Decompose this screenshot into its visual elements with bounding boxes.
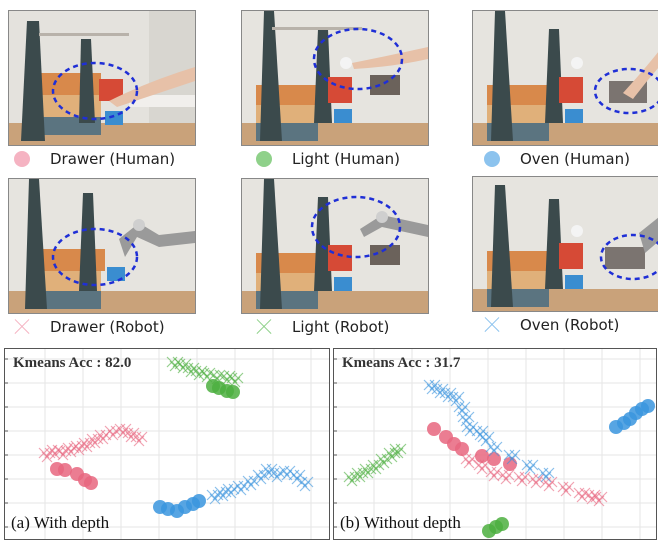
legend-drawer-human: Drawer (Human)	[14, 148, 175, 170]
human-point	[427, 422, 441, 436]
robot-point	[563, 481, 575, 493]
photo-oven-robot	[472, 176, 658, 312]
legend-label: Drawer (Robot)	[50, 318, 165, 336]
robot-point	[294, 469, 306, 481]
human-point	[641, 399, 655, 413]
legend-drawer-robot: .xp::before,.xp::after{background:#f5b3c…	[14, 316, 165, 338]
human-point	[455, 442, 469, 456]
robot-point	[214, 369, 226, 381]
robot-point	[232, 372, 244, 384]
legend-oven-human: Oven (Human)	[484, 148, 630, 170]
photo-drawer-robot	[8, 178, 196, 314]
scatter-plot-area	[334, 349, 656, 539]
robot-point	[204, 367, 216, 379]
kitchen-scene-image	[473, 177, 658, 311]
kitchen-scene-image	[9, 179, 195, 313]
photo-light-human	[241, 10, 429, 146]
robot-point	[546, 476, 558, 488]
robot-point	[389, 447, 401, 459]
plot-caption: (a) With depth	[11, 513, 110, 532]
human-point	[58, 463, 72, 477]
legend-label: Light (Human)	[292, 150, 401, 168]
robot-point	[302, 476, 314, 488]
kitchen-scene-image	[9, 11, 195, 145]
robot-point	[527, 459, 539, 471]
highlight-ellipse	[312, 27, 404, 91]
robot-point	[509, 449, 521, 461]
legend-light-human: Light (Human)	[256, 148, 400, 170]
robot-point	[533, 473, 545, 485]
legend-label: Drawer (Human)	[50, 150, 176, 168]
blue-x-icon	[484, 317, 500, 333]
human-point	[226, 385, 240, 399]
robot-point	[579, 487, 591, 499]
green-x-icon	[256, 319, 272, 335]
kitchen-scene-image	[473, 11, 658, 145]
highlight-ellipse	[599, 233, 658, 281]
kitchen-scene-image	[242, 179, 428, 313]
blue-dot-icon	[484, 151, 500, 167]
robot-point	[453, 391, 465, 403]
legend-light-robot: Light (Robot)	[256, 316, 389, 338]
highlight-ellipse	[310, 195, 402, 259]
robot-point	[248, 475, 260, 487]
robot-point	[459, 401, 471, 413]
robot-point	[596, 491, 608, 503]
robot-point	[543, 467, 555, 479]
robot-point	[463, 411, 475, 423]
robot-point	[136, 431, 148, 443]
green-dot-icon	[256, 151, 272, 167]
robot-point	[503, 469, 515, 481]
human-point	[84, 476, 98, 490]
highlight-ellipse	[51, 227, 139, 287]
robot-point	[491, 466, 503, 478]
robot-point	[589, 489, 601, 501]
robot-point	[479, 459, 491, 471]
kitchen-scene-image	[242, 11, 428, 145]
tsne-plot-without-depth: Kmeans Acc : 31.7 (b) Without depth	[333, 348, 657, 540]
tsne-plot-with-depth: Kmeans Acc : 82.0 (a) With depth	[4, 348, 330, 540]
human-point	[487, 452, 501, 466]
plot-caption: (b) Without depth	[340, 513, 461, 532]
pink-dot-icon	[14, 151, 30, 167]
legend-label: Oven (Robot)	[520, 316, 620, 334]
kmeans-accuracy-label: Kmeans Acc : 82.0	[13, 355, 132, 371]
robot-point	[466, 453, 478, 465]
robot-point	[238, 480, 250, 492]
kmeans-accuracy-label: Kmeans Acc : 31.7	[342, 355, 461, 371]
robot-point	[519, 471, 531, 483]
robot-point	[395, 443, 407, 455]
robot-point	[188, 362, 200, 374]
photo-drawer-human	[8, 10, 196, 146]
human-point	[475, 449, 489, 463]
human-point	[192, 494, 206, 508]
human-point	[495, 517, 509, 531]
legend-label: Light (Robot)	[292, 318, 390, 336]
robot-point	[483, 431, 495, 443]
photo-light-robot	[241, 178, 429, 314]
pink-x-icon: .xp::before,.xp::after{background:#f5b3c…	[14, 319, 30, 335]
scatter-plot-area	[5, 349, 329, 539]
highlight-ellipse	[51, 61, 139, 121]
robot-point	[491, 441, 503, 453]
legend-oven-robot: Oven (Robot)	[484, 314, 619, 336]
legend-label: Oven (Human)	[520, 150, 630, 168]
photo-oven-human	[472, 10, 658, 146]
